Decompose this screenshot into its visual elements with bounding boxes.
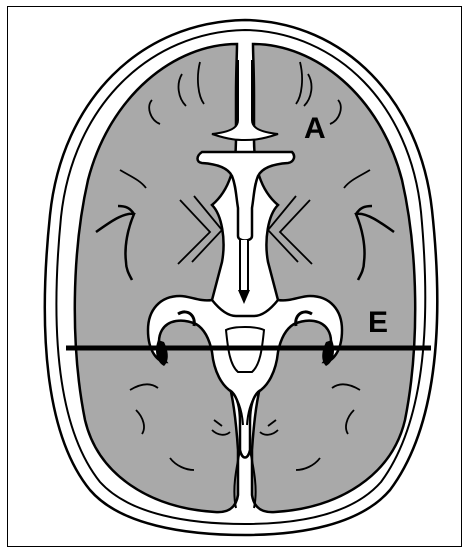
label-a: A <box>304 112 326 145</box>
septal-channel <box>240 240 248 296</box>
label-e: E <box>368 306 388 339</box>
